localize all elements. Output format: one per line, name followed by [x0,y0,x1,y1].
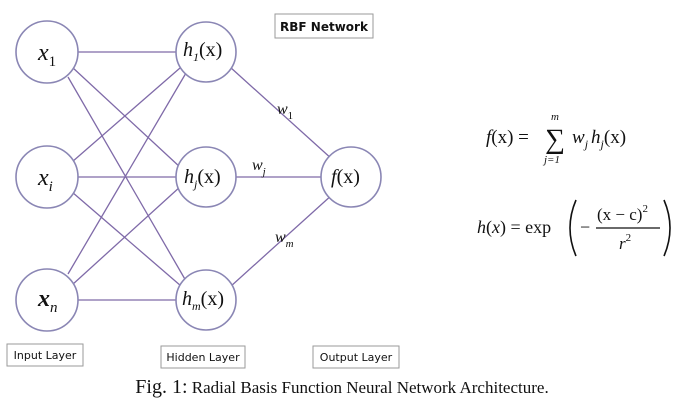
title-box-label: RBF Network [280,20,369,34]
hidden-output-edges [229,66,334,288]
figure-caption: Fig. 1: Radial Basis Function Neural Net… [0,376,684,399]
svg-text:r2: r2 [619,232,631,253]
formula-h: h(x) = exp − (x − c)2 r2 [477,199,671,257]
edge-xn-h1 [67,72,187,275]
edge-h1-f [229,66,334,161]
svg-text:m: m [551,111,559,123]
edge-x1-hj [71,66,182,169]
svg-text:f(x): f(x) [331,166,360,188]
edge-xi-hm [71,191,182,287]
input-node-xi: xi [15,145,79,209]
edge-xi-h1 [71,67,181,163]
layer-label-hidden: Hidden Layer [160,345,246,369]
svg-text:xi: xi [37,165,53,195]
hidden-node-hm: hm(x) [175,269,237,331]
hidden-node-hj: hj(x) [175,146,237,208]
figure-caption-text: Radial Basis Function Neural Network Arc… [191,378,549,397]
svg-text:j=1: j=1 [542,154,560,166]
edge-hm-f [229,193,334,288]
weight-label-wm: wm [275,229,294,250]
svg-text:h(x) = exp: h(x) = exp [477,217,551,238]
svg-text:h1(x): h1(x) [183,39,222,64]
output-node-f: f(x) [320,146,382,208]
hidden-node-h1: h1(x) [175,21,237,83]
svg-text:−: − [580,217,590,237]
svg-text:Output Layer: Output Layer [320,351,393,364]
edge-x1-hm [67,76,187,282]
title-box: RBF Network [274,13,374,39]
svg-text:∑: ∑ [545,124,565,155]
edge-xn-hj [71,185,182,286]
input-node-xn: xn [15,268,79,332]
svg-text:f(x) =: f(x) = [486,127,529,148]
figure-caption-label: Fig. 1: [135,376,188,398]
svg-text:Hidden Layer: Hidden Layer [166,351,240,364]
svg-text:(x − c)2: (x − c)2 [597,203,648,224]
rbf-network-diagram: x1 xi xn h1(x) hj(x) hm(x) f(x [6,13,671,369]
layer-label-input: Input Layer [6,343,84,367]
svg-text:xn: xn [37,286,58,316]
svg-text:hj(x): hj(x) [184,166,221,191]
layer-label-output: Output Layer [312,345,400,369]
svg-text:x1: x1 [37,40,56,70]
input-hidden-edges [67,51,187,301]
weight-label-wj: wj [252,157,266,178]
svg-text:hm(x): hm(x) [182,288,224,313]
svg-text:Input Layer: Input Layer [14,349,77,362]
input-node-x1: x1 [15,20,79,84]
weight-label-w1: w1 [277,101,293,122]
